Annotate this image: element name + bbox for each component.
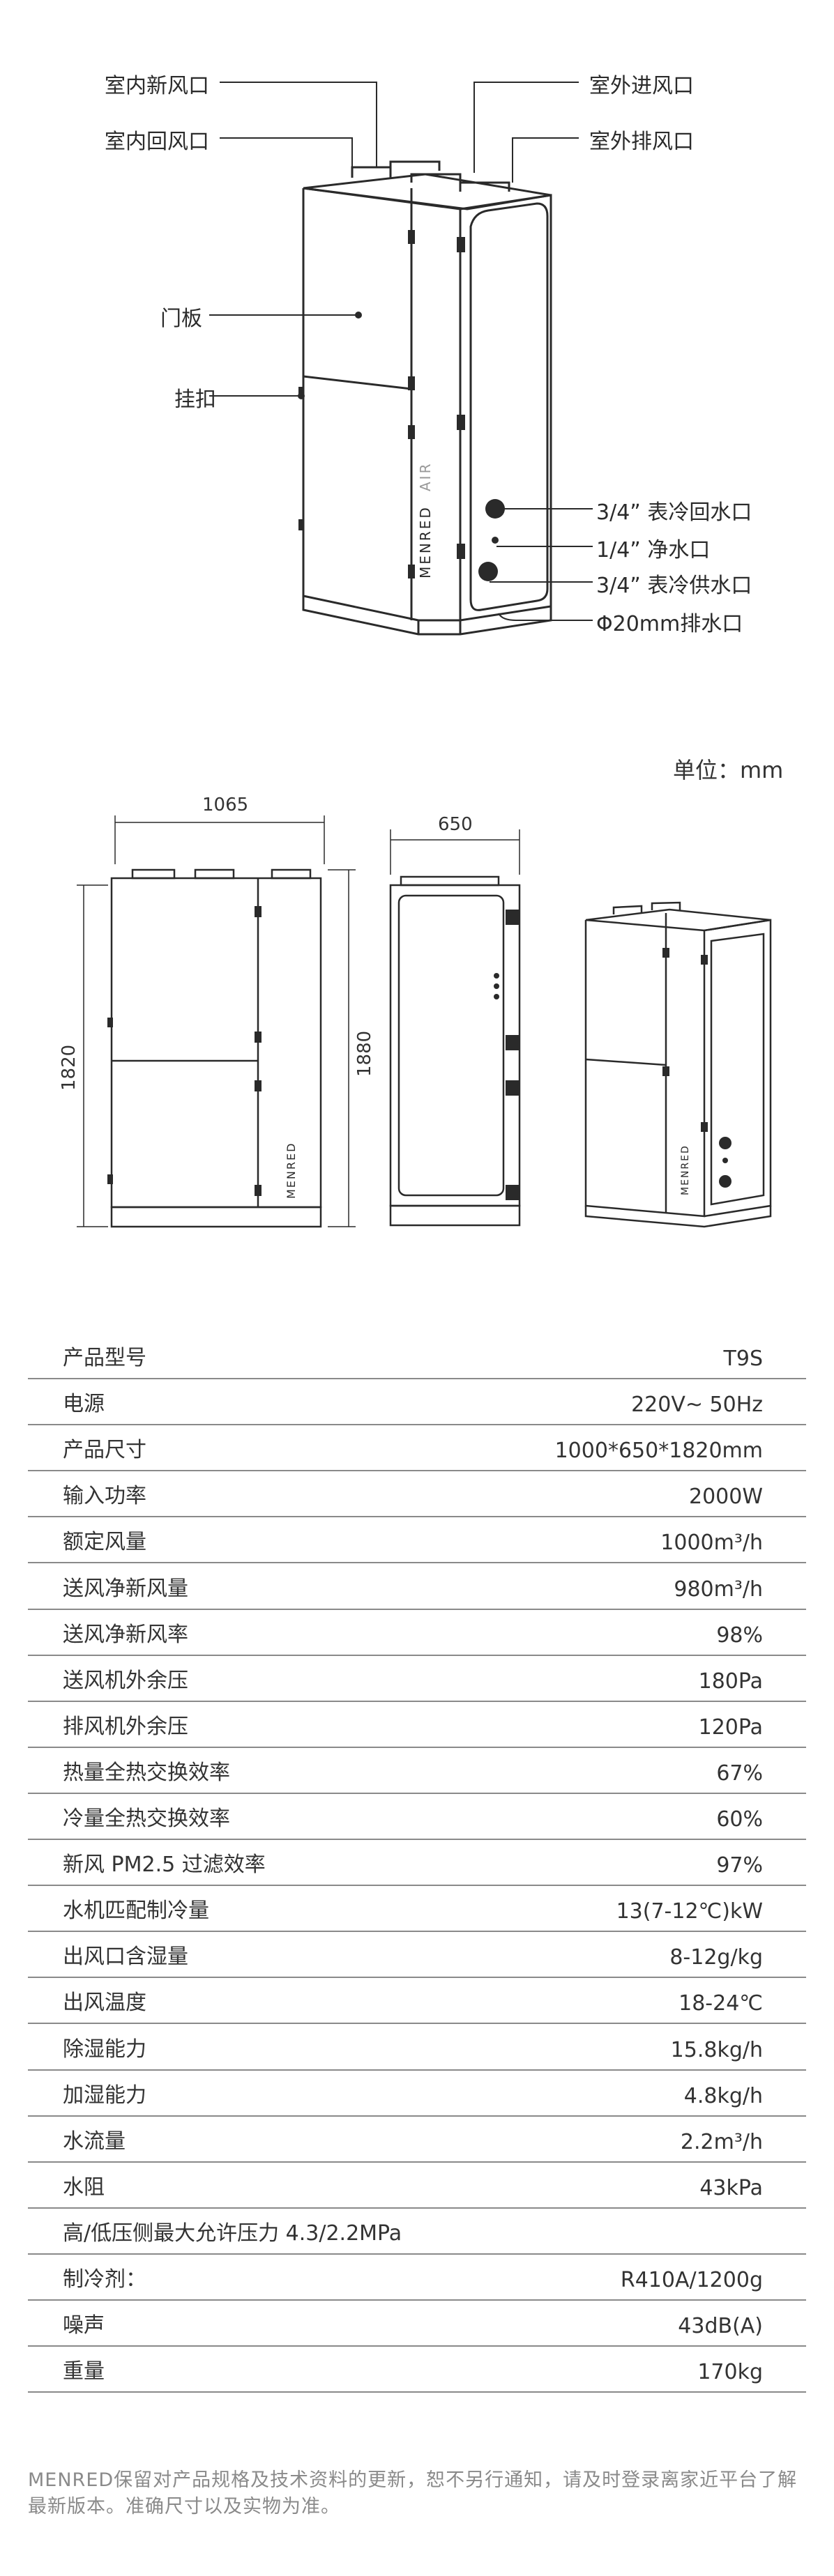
spec-label: 热量全热交换效率	[63, 1760, 230, 1785]
spec-value: 1000*650*1820mm	[554, 1439, 763, 1464]
spec-value: 120Pa	[698, 1715, 763, 1740]
spec-row: 出风口含湿量 8-12g/kg	[28, 1932, 806, 1979]
disclaimer: MENRED保留对产品规格及技术资料的更新，恕不另行通知，请及时登录离家近平台了…	[28, 2469, 798, 2517]
spec-label: 出风温度	[63, 1991, 146, 2016]
spec-row: 制冷剂： R410A/1200g	[28, 2255, 806, 2301]
dim-total-height: 1880	[354, 1030, 375, 1077]
spec-label: 输入功率	[63, 1484, 146, 1509]
callout-indoor-fresh-air: 室内新风口	[105, 74, 209, 98]
callout-indoor-return-air: 室内回风口	[105, 130, 209, 154]
callout-clean-water: 1/4” 净水口	[596, 538, 711, 562]
spec-row: 输入功率 2000W	[28, 1471, 806, 1518]
spec-label: 除湿能力	[63, 2037, 146, 2062]
spec-label: 高/低压侧最大允许压力 4.3/2.2MPa	[63, 2221, 402, 2246]
spec-row: 新风 PM2.5 过滤效率 97%	[28, 1840, 806, 1887]
spec-value: 170kg	[697, 2360, 763, 2385]
callout-outdoor-intake: 室外进风口	[589, 74, 694, 98]
spec-row: 电源 220V~ 50Hz	[28, 1379, 806, 1426]
spec-value: 1000m³/h	[660, 1531, 763, 1556]
spec-value: 980m³/h	[674, 1577, 763, 1602]
spec-value: 43dB(A)	[678, 2314, 763, 2339]
spec-value: R410A/1200g	[620, 2267, 763, 2292]
dim-width: 1065	[202, 795, 249, 815]
spec-label: 水机匹配制冷量	[63, 1899, 209, 1924]
spec-row: 冷量全热交换效率 60%	[28, 1794, 806, 1841]
spec-value: 13(7-12℃)kW	[616, 1899, 763, 1924]
callout-coil-supply: 3/4” 表冷供水口	[596, 574, 752, 598]
spec-value: 4.8kg/h	[683, 2083, 763, 2108]
spec-value: 2.2m³/h	[680, 2129, 763, 2154]
spec-row: 水机匹配制冷量 13(7-12℃)kW	[28, 1886, 806, 1933]
spec-label: 冷量全热交换效率	[63, 1807, 230, 1832]
spec-label: 产品型号	[63, 1346, 146, 1371]
brand-sub: AIR	[417, 461, 434, 491]
brand-mark: MENRED	[417, 505, 434, 578]
spec-row: 产品型号 T9S	[28, 1333, 806, 1380]
spec-row: 除湿能力 15.8kg/h	[28, 2024, 806, 2071]
spec-label: 送风机外余压	[63, 1668, 188, 1693]
unit-isometric-drawing	[209, 82, 593, 636]
spec-label: 产品尺寸	[63, 1438, 146, 1463]
spec-value: 180Pa	[698, 1669, 763, 1694]
callout-door-panel: 门板	[160, 307, 202, 331]
dimension-drawings	[77, 815, 772, 1228]
spec-row: 高/低压侧最大允许压力 4.3/2.2MPa	[28, 2209, 806, 2255]
spec-label: 水流量	[63, 2129, 126, 2154]
spec-value: 220V~ 50Hz	[631, 1393, 763, 1418]
spec-label: 加湿能力	[63, 2083, 146, 2108]
spec-value: 98%	[716, 1623, 763, 1648]
spec-value: 18-24℃	[678, 1991, 763, 2016]
spec-row: 噪声 43dB(A)	[28, 2301, 806, 2347]
spec-value: 15.8kg/h	[670, 2037, 763, 2062]
spec-row: 排风机外余压 120Pa	[28, 1702, 806, 1748]
spec-label: 排风机外余压	[63, 1714, 188, 1739]
spec-label: 水阻	[63, 2175, 105, 2200]
spec-row: 送风净新风率 98%	[28, 1610, 806, 1656]
dim-depth: 650	[438, 814, 473, 835]
spec-label: 电源	[63, 1392, 105, 1417]
iso-brand-mark: MENRED	[680, 1144, 691, 1195]
spec-table: 产品型号 T9S 电源 220V~ 50Hz 产品尺寸 1000*650*1820mm 输入…	[28, 1333, 806, 2393]
callout-coil-return: 3/4” 表冷回水口	[596, 500, 752, 525]
dim-height: 1820	[59, 1044, 79, 1091]
spec-row: 出风温度 18-24℃	[28, 1978, 806, 2025]
spec-label: 重量	[63, 2359, 105, 2384]
spec-row: 水阻 43kPa	[28, 2163, 806, 2209]
spec-label: 制冷剂：	[63, 2267, 146, 2292]
spec-label: 送风净新风率	[63, 1622, 188, 1647]
spec-value: T9S	[723, 1347, 763, 1372]
callout-outdoor-exhaust: 室外排风口	[589, 130, 694, 154]
spec-label: 新风 PM2.5 过滤效率	[63, 1853, 266, 1878]
side-brand-mark: MENRED	[285, 1142, 298, 1199]
spec-label: 额定风量	[63, 1530, 146, 1555]
spec-value: 8-12g/kg	[669, 1945, 763, 1970]
spec-value: 97%	[716, 1853, 763, 1878]
spec-row: 水流量 2.2m³/h	[28, 2117, 806, 2163]
spec-row: 重量 170kg	[28, 2347, 806, 2393]
unit-label: 单位：mm	[673, 757, 784, 783]
spec-row: 额定风量 1000m³/h	[28, 1517, 806, 1564]
spec-row: 送风机外余压 180Pa	[28, 1656, 806, 1702]
callout-hook: 挂扣	[174, 388, 216, 412]
spec-label: 送风净新风量	[63, 1576, 188, 1601]
spec-label: 噪声	[63, 2313, 105, 2338]
spec-value: 43kPa	[699, 2175, 763, 2200]
spec-label: 出风口含湿量	[63, 1945, 188, 1970]
spec-row: 加湿能力 4.8kg/h	[28, 2071, 806, 2117]
spec-value: 60%	[716, 1807, 763, 1832]
spec-row: 热量全热交换效率 67%	[28, 1748, 806, 1794]
spec-row: 产品尺寸 1000*650*1820mm	[28, 1425, 806, 1472]
spec-value: 2000W	[688, 1485, 763, 1510]
spec-row: 送风净新风量 980m³/h	[28, 1563, 806, 1610]
callout-drain: Φ20mm排水口	[596, 612, 743, 636]
spec-value: 67%	[716, 1761, 763, 1786]
